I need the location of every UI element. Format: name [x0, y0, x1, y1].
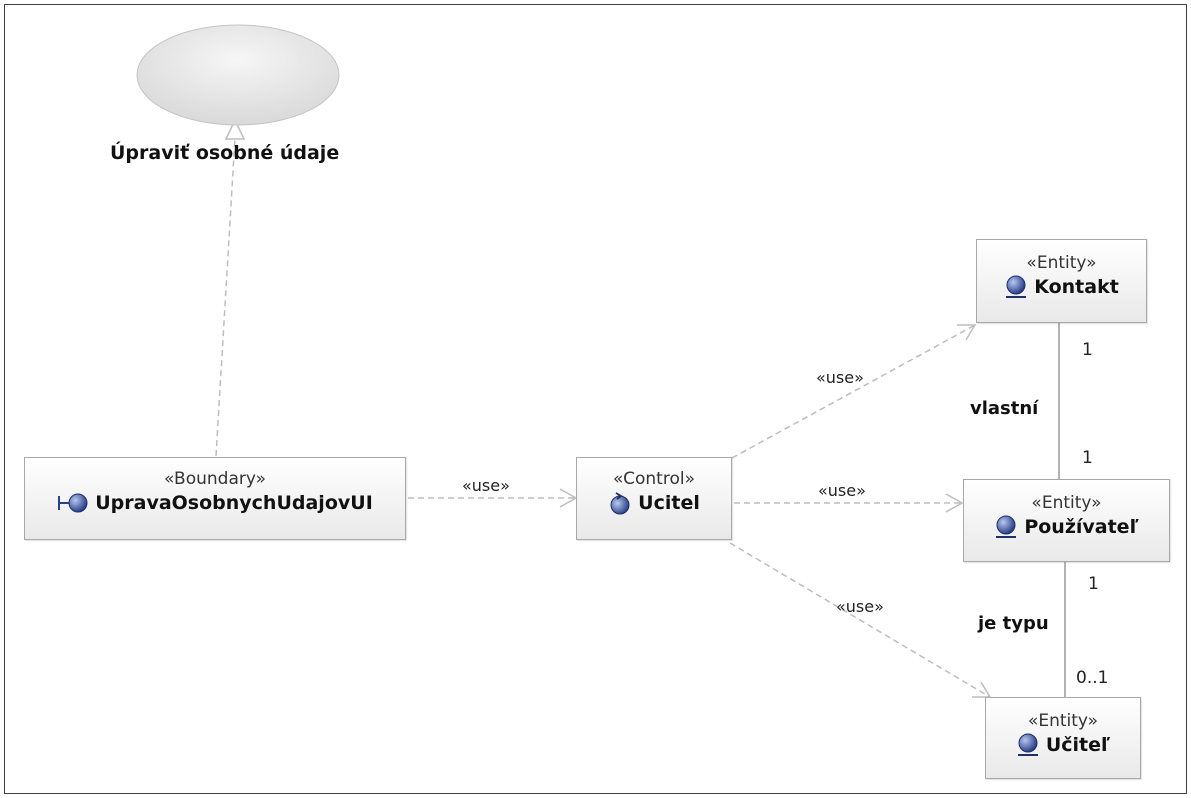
- control-stereotype: «Control»: [613, 469, 695, 489]
- dependency-arrowhead-pouzivatel: [945, 493, 964, 513]
- association-name-je-typu: je typu: [978, 613, 1049, 634]
- dependency-arrowhead-kontakt: [957, 324, 977, 341]
- use-case-name: Úpraviť osobné údaje: [110, 142, 340, 164]
- entity-icon: [994, 515, 1018, 539]
- realization-arrowhead: [224, 118, 246, 140]
- dependency-label: «use»: [836, 597, 884, 616]
- boundary-name: UpravaOsobnychUdajovUI: [95, 492, 373, 514]
- realization-line: [215, 137, 236, 457]
- control-icon: [608, 491, 632, 515]
- dependency-line-control-kontakt: [731, 324, 976, 459]
- entity-kontakt[interactable]: «Entity» Kontakt: [976, 239, 1147, 323]
- use-case-ellipse[interactable]: [136, 24, 340, 126]
- control-name: Ucitel: [638, 492, 700, 514]
- association-name-vlastni: vlastní: [970, 398, 1039, 419]
- diagram-canvas: [4, 4, 1187, 794]
- kontakt-stereotype: «Entity»: [1026, 253, 1097, 273]
- boundary-class[interactable]: «Boundary» UpravaOsobnychUdajovUI: [24, 457, 406, 540]
- multiplicity-pouzivatel-je-typu: 1: [1088, 574, 1099, 594]
- dependency-arrowhead-ucitel: [972, 681, 992, 698]
- ucitel-entity-name: Učiteľ: [1045, 734, 1111, 756]
- boundary-stereotype: «Boundary»: [163, 469, 267, 489]
- pouzivatel-name: Používateľ: [1024, 516, 1139, 538]
- dependency-label: «use»: [818, 481, 866, 500]
- multiplicity-pouzivatel-vlastni: 1: [1082, 448, 1093, 468]
- multiplicity-ucitel: 0..1: [1076, 668, 1109, 688]
- entity-ucitel[interactable]: «Entity» Učiteľ: [985, 697, 1141, 779]
- kontakt-name: Kontakt: [1034, 276, 1119, 298]
- dependency-line-control-ucitel: [729, 542, 991, 698]
- dependency-label: «use»: [816, 368, 864, 387]
- multiplicity-kontakt: 1: [1082, 340, 1093, 360]
- boundary-icon: [57, 493, 89, 513]
- entity-icon: [1016, 733, 1040, 757]
- ucitel-stereotype: «Entity»: [1027, 711, 1099, 731]
- pouzivatel-stereotype: «Entity»: [1031, 493, 1102, 513]
- control-class[interactable]: «Control» Ucitel: [576, 457, 732, 540]
- entity-icon: [1004, 275, 1028, 299]
- entity-pouzivatel[interactable]: «Entity» Používateľ: [963, 479, 1170, 562]
- dependency-label: «use»: [462, 476, 510, 495]
